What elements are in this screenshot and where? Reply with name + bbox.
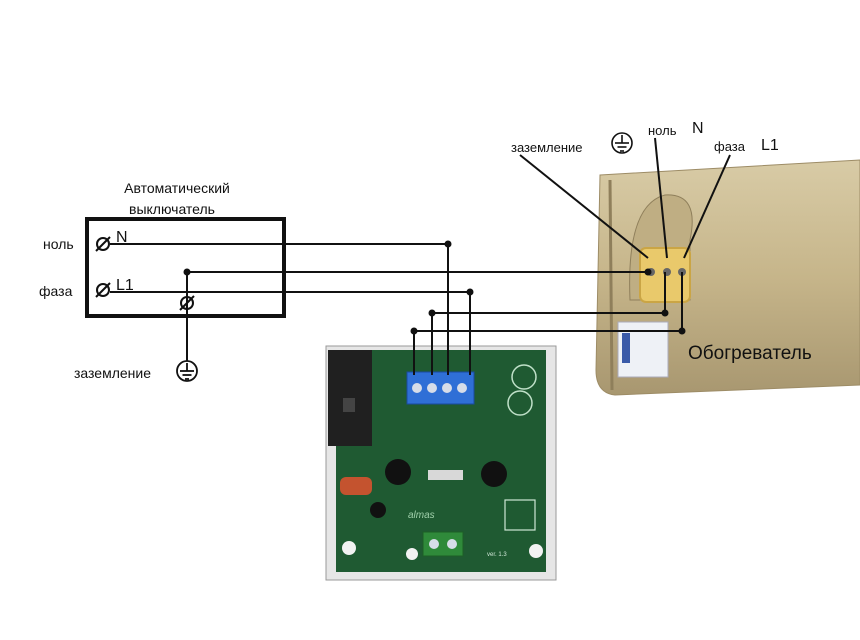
board-capacitor-1 — [385, 459, 411, 485]
leader-neutral — [654, 137, 668, 259]
board-terminal-screw-4 — [457, 383, 467, 393]
board-terminal-screw-3 — [442, 383, 452, 393]
heater-edge — [608, 179, 614, 391]
junction-dots — [183, 240, 686, 335]
breaker-phase-label: фаза — [39, 283, 73, 299]
junction-dot — [678, 327, 686, 335]
board-terminal-screw-2 — [427, 383, 437, 393]
junction-dot — [466, 288, 474, 296]
board-capacitor-2 — [481, 461, 507, 487]
heater-ground-icon — [611, 132, 633, 154]
breaker-neutral-terminal-icon — [95, 236, 111, 252]
board-capacitor-3 — [370, 502, 386, 518]
board-resistor — [340, 477, 372, 495]
board-brand: almas — [408, 510, 435, 521]
heater-name: Обогреватель — [688, 343, 812, 364]
thermostat-board: almas ver. 1.3 — [325, 345, 557, 581]
board-circle-mark-2 — [507, 390, 533, 416]
board-terminal-screw-1 — [412, 383, 422, 393]
heater-sticker-stripe — [622, 333, 630, 363]
board-input-screw-2 — [447, 539, 457, 549]
ground-symbol-icon — [176, 360, 198, 382]
junction-dot — [444, 240, 452, 248]
breaker-neutral-mark: N — [116, 229, 128, 246]
junction-dot — [661, 309, 669, 317]
heater-phase-mark: L1 — [761, 137, 779, 154]
heater: Обогреватель — [595, 159, 860, 396]
leader-ground — [519, 154, 649, 259]
heater-neutral-mark: N — [692, 120, 704, 137]
breaker-phase-terminal-icon — [95, 282, 111, 298]
board-sensor-outline — [504, 499, 536, 531]
board-mount-hole-2 — [529, 544, 543, 558]
junction-dot — [644, 268, 652, 276]
breaker-phase-mark: L1 — [116, 277, 134, 294]
board-chip — [428, 470, 463, 480]
board-relay-pin — [343, 398, 355, 412]
wire-board-phase-to-heater — [413, 272, 683, 375]
junction-dot — [183, 268, 191, 276]
heater-phase-label: фаза — [714, 139, 746, 154]
heater-neutral-label: ноль — [648, 123, 677, 138]
board-mount-hole-1 — [342, 541, 356, 555]
board-input-screw-1 — [429, 539, 439, 549]
breaker-title-line1: Автоматический — [124, 180, 230, 196]
board-mount-hole-3 — [406, 548, 418, 560]
junction-dot — [428, 309, 436, 317]
junction-dot — [410, 327, 418, 335]
board-version: ver. 1.3 — [487, 552, 507, 558]
heater-ground-label: заземление — [511, 140, 583, 155]
heater-labels: заземление ноль N фаза L1 — [511, 120, 779, 155]
wire-board-neutral-to-heater — [431, 272, 666, 375]
breaker-neutral-label: ноль — [43, 236, 74, 252]
breaker-title-line2: выключатель — [129, 201, 215, 217]
leader-phase — [683, 154, 731, 259]
circuit-breaker: Автоматический выключатель ноль N фаза L… — [39, 180, 286, 382]
breaker-box — [85, 217, 286, 318]
breaker-ground-label: заземление — [74, 365, 151, 381]
board-circle-mark-1 — [511, 364, 537, 390]
